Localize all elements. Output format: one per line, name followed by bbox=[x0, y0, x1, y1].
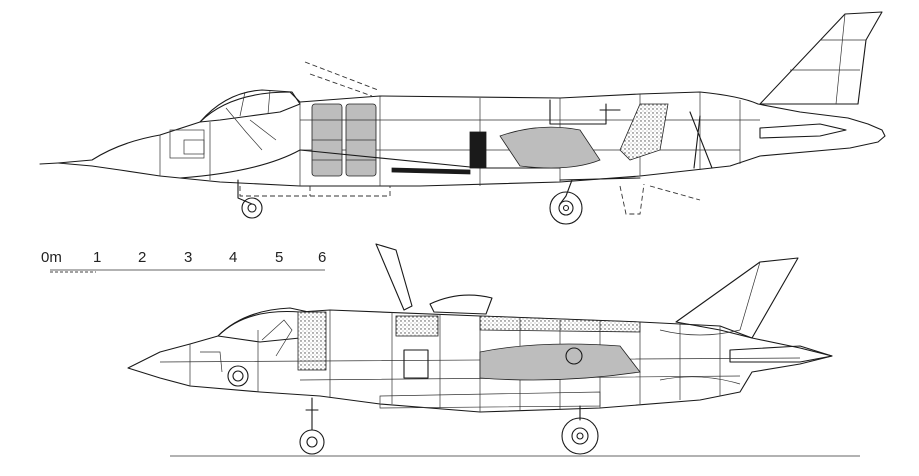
scale-label-2: 2 bbox=[138, 249, 147, 266]
top-lift-bay-lower bbox=[239, 186, 391, 197]
bottom-weapons-bay bbox=[379, 391, 601, 409]
scale-label-1: 1 bbox=[93, 249, 102, 266]
bottom-hatch-liftfan bbox=[395, 315, 439, 337]
bottom-cockpit-dial bbox=[227, 365, 249, 387]
top-dark-component bbox=[469, 131, 487, 169]
scale-bar bbox=[50, 269, 325, 273]
bottom-lift-fan-door bbox=[375, 243, 413, 311]
bottom-aircraft-cutaway bbox=[127, 243, 860, 457]
top-rear-nozzle bbox=[619, 103, 669, 161]
scale-label-3: 3 bbox=[184, 249, 193, 266]
bottom-main-gear bbox=[561, 405, 599, 455]
scale-label-0: 0m bbox=[41, 249, 62, 266]
top-main-gear bbox=[549, 177, 641, 225]
bottom-aux-door bbox=[429, 294, 493, 315]
bottom-main-engine bbox=[479, 343, 641, 381]
top-vertical-tail bbox=[759, 11, 883, 105]
bottom-hatch-cockpit bbox=[297, 311, 327, 371]
scale-label-4: 4 bbox=[229, 249, 238, 266]
bottom-nose-gear bbox=[299, 397, 325, 455]
bottom-vertical-tail bbox=[675, 257, 799, 339]
top-horizontal-stabilizer bbox=[759, 123, 847, 139]
top-lift-door-open bbox=[304, 61, 379, 97]
top-rear-nozzle-dashed bbox=[619, 183, 701, 215]
top-nose-gear bbox=[237, 179, 263, 219]
top-aircraft-cutaway bbox=[39, 11, 886, 225]
scale-label-6: 6 bbox=[318, 249, 327, 266]
bottom-horizontal-stabilizer bbox=[729, 345, 833, 363]
top-canopy bbox=[199, 89, 301, 123]
top-main-engine bbox=[499, 126, 601, 169]
scale-label-5: 5 bbox=[275, 249, 284, 266]
